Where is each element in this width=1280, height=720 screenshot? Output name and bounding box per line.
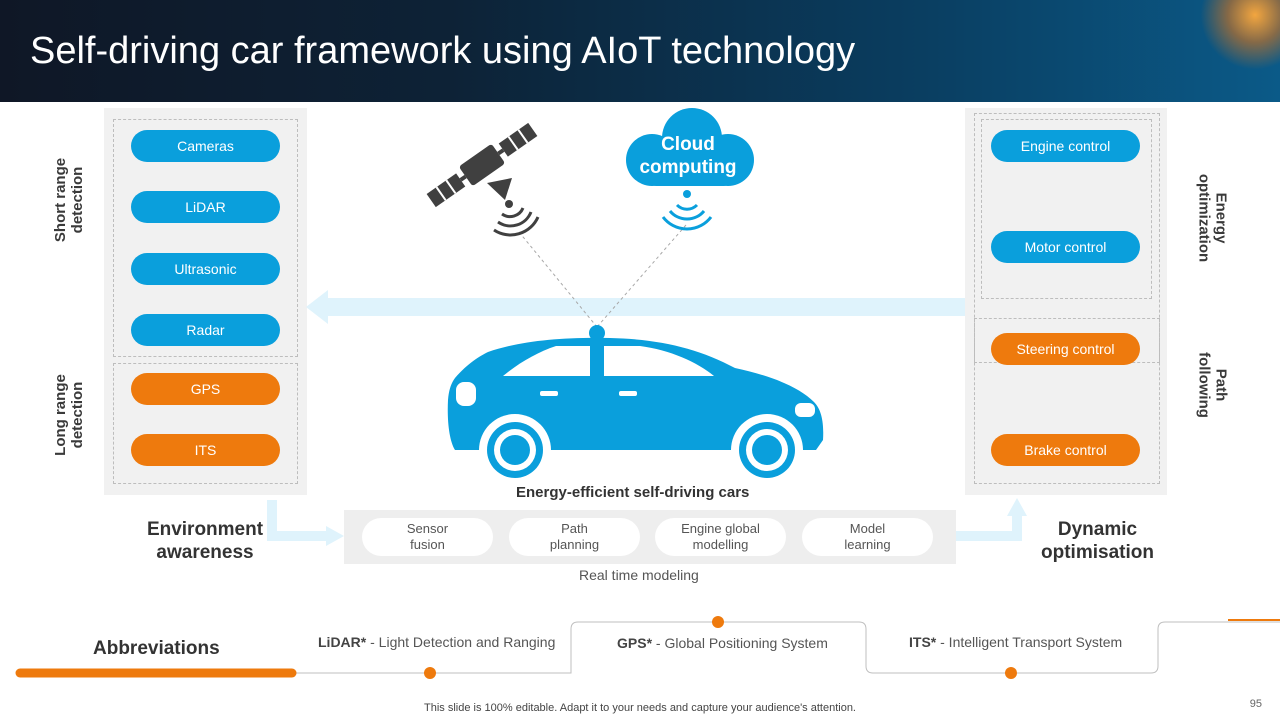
left-elbow-arrow <box>267 500 344 546</box>
footer-note: This slide is 100% editable. Adapt it to… <box>424 702 856 714</box>
right-elbow-arrow <box>956 498 1027 541</box>
cloud-label: Cloud computing <box>639 134 737 178</box>
satellite-dish-icon <box>487 178 540 237</box>
right-control-panel <box>965 108 1167 495</box>
short-range-group <box>113 119 298 357</box>
modeling-item-engine-global-modelling: Engine global modelling <box>655 518 786 556</box>
sensor-pill-gps: GPS <box>131 373 280 405</box>
sensor-pill-radar: Radar <box>131 314 280 346</box>
long-range-group <box>113 363 298 484</box>
control-pill-brake: Brake control <box>991 434 1140 466</box>
abbreviation-its: ITS* - Intelligent Transport System <box>909 634 1123 650</box>
control-pill-motor: Motor control <box>991 231 1140 263</box>
satellite-icon <box>426 122 538 208</box>
feedback-arrow <box>306 290 965 324</box>
path-group <box>974 318 1160 484</box>
sensor-pill-lidar: LiDAR <box>131 191 280 223</box>
modeling-item-model-learning: Model learning <box>802 518 933 556</box>
sensor-pill-cameras: Cameras <box>131 130 280 162</box>
abbreviation-timeline <box>15 616 1280 679</box>
signal-lines <box>518 224 687 328</box>
sensor-pill-ultrasonic: Ultrasonic <box>131 253 280 285</box>
car-icon <box>447 325 824 486</box>
control-pill-steering: Steering control <box>991 333 1140 365</box>
signal-icon <box>661 190 713 231</box>
car-caption: Energy-efficient self-driving cars <box>516 484 750 501</box>
cloud-icon <box>626 108 754 186</box>
slide-title: Self-driving car framework using AIoT te… <box>30 30 856 72</box>
control-pill-engine: Engine control <box>991 130 1140 162</box>
sensor-pill-its: ITS <box>131 434 280 466</box>
page-number: 95 <box>1249 698 1262 710</box>
abbreviation-term: GPS* <box>617 635 653 651</box>
abbreviations-title: Abbreviations <box>93 638 220 659</box>
left-sensor-panel <box>104 108 307 495</box>
dynamic-optimisation-label: Dynamic optimisation <box>1041 519 1154 563</box>
abbreviation-lidar: LiDAR* - Light Detection and Ranging <box>318 634 556 650</box>
abbreviation-gps: GPS* - Global Positioning System <box>617 635 828 651</box>
modeling-item-sensor-fusion: Sensor fusion <box>362 518 493 556</box>
energy-inner-group <box>981 119 1152 299</box>
abbreviation-term: ITS* <box>909 634 937 650</box>
abbreviation-term: LiDAR* <box>318 634 367 650</box>
real-time-modeling-caption: Real time modeling <box>579 567 699 583</box>
modeling-item-path-planning: Path planning <box>509 518 640 556</box>
environment-awareness-label: Environment awareness <box>146 519 264 563</box>
header-bar: Self-driving car framework using AIoT te… <box>0 0 1280 102</box>
